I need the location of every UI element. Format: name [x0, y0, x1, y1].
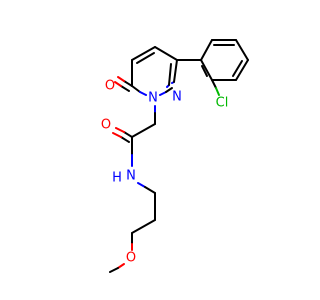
- bond: [154, 46, 178, 61]
- ether-oxygen: O: [126, 251, 136, 266]
- pyridazinone-ring: [131, 46, 178, 96]
- ring-nitrogen-1: N: [148, 91, 158, 106]
- bond: [131, 85, 141, 93]
- ketone-bond: [120, 85, 130, 92]
- bond-inner: [201, 65, 208, 77]
- chlorophenyl-ring: [200, 39, 249, 96]
- structure-diagram: Cl N N O O N H O: [101, 39, 249, 273]
- amide-nitrogen: N: [126, 169, 136, 184]
- bond: [144, 186, 156, 194]
- bond: [200, 39, 213, 61]
- amide-hydrogen: H: [112, 171, 122, 186]
- bond: [109, 267, 119, 273]
- chlorine-atom: Cl: [216, 96, 229, 111]
- bond: [215, 87, 220, 96]
- bond-inner: [136, 52, 155, 64]
- ring-nitrogen-2: N: [172, 90, 182, 105]
- ketone-oxygen: O: [105, 79, 115, 94]
- bond: [211, 79, 217, 89]
- ketone-bond: [117, 76, 125, 82]
- bond: [235, 39, 249, 61]
- bond-inner: [232, 60, 243, 77]
- bond-inner: [168, 63, 172, 86]
- bond: [165, 87, 173, 93]
- ketone-bond: [114, 81, 122, 87]
- amide-carbonyl-bond: [115, 127, 125, 133]
- amide-carbonyl-bond: [112, 132, 122, 138]
- bond: [137, 182, 146, 188]
- amide-carbonyl-bond: [123, 131, 133, 138]
- bond: [117, 263, 125, 269]
- bond: [200, 59, 213, 81]
- molecule-canvas: Cl N N O O N H O: [101, 39, 249, 273]
- bond: [139, 91, 147, 96]
- amide-carbonyl-bond: [120, 136, 130, 143]
- bond: [131, 219, 156, 234]
- bond: [235, 59, 249, 81]
- bond: [131, 123, 156, 138]
- bond: [173, 59, 178, 83]
- bond: [131, 46, 156, 61]
- amide-oxygen: O: [101, 118, 111, 133]
- ketone-bond: [123, 80, 133, 87]
- bond: [159, 91, 167, 96]
